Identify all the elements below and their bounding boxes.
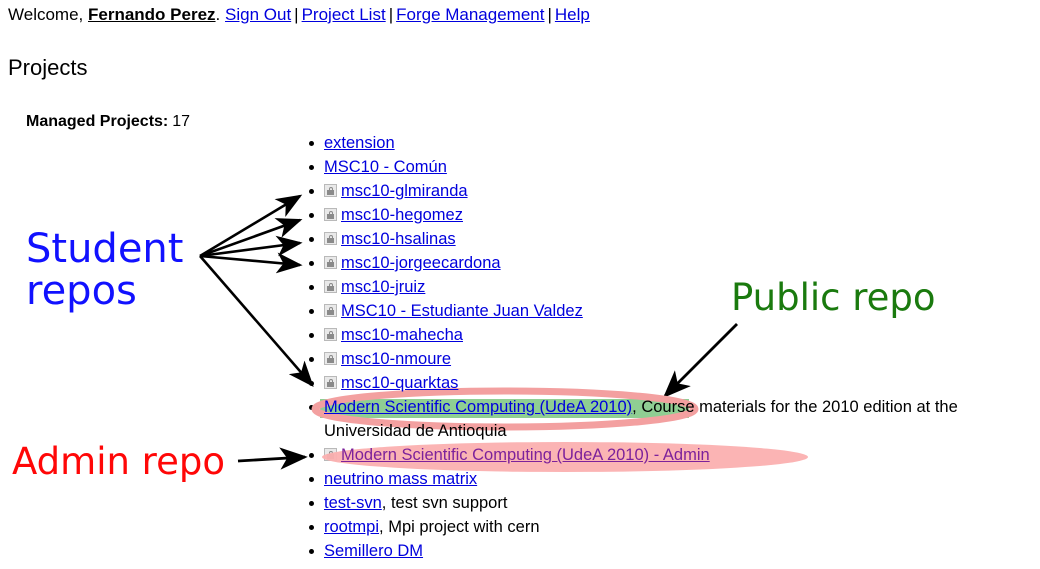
project-link[interactable]: msc10-mahecha bbox=[341, 326, 463, 344]
project-list-item: msc10-jorgeecardona bbox=[300, 251, 1030, 275]
managed-projects-label: Managed Projects: bbox=[26, 113, 169, 130]
project-list-link[interactable]: Project List bbox=[301, 5, 386, 24]
project-link[interactable]: Modern Scientific Computing (UdeA 2010) bbox=[324, 398, 633, 416]
project-list-item: msc10-nmoure bbox=[300, 347, 1030, 371]
project-link[interactable]: MSC10 - Estudiante Juan Valdez bbox=[341, 302, 583, 320]
admin-repo-arrow bbox=[237, 447, 308, 470]
annotation-student-repos: Student repos bbox=[26, 226, 184, 314]
header-separator-1: | bbox=[294, 5, 299, 24]
project-link[interactable]: Semillero DM bbox=[324, 542, 424, 560]
project-link[interactable]: MSC10 - Común bbox=[324, 158, 447, 176]
project-list-item: neutrino mass matrix bbox=[300, 467, 1030, 491]
header-separator-2: | bbox=[388, 5, 394, 24]
project-list-item: Semillero DM bbox=[300, 539, 1030, 563]
lock-icon bbox=[324, 376, 337, 389]
student-repos-arrows bbox=[199, 194, 314, 387]
forge-management-link[interactable]: Forge Management bbox=[396, 5, 545, 24]
lock-icon bbox=[324, 232, 337, 245]
project-description: , Mpi project with cern bbox=[379, 518, 540, 536]
project-link[interactable]: msc10-hegomez bbox=[341, 206, 463, 224]
project-link[interactable]: msc10-glmiranda bbox=[341, 182, 468, 200]
managed-projects-summary: Managed Projects:17 bbox=[26, 113, 190, 131]
project-list-item: test-svn, test svn support bbox=[300, 491, 1030, 515]
project-list-item: Modern Scientific Computing (UdeA 2010) … bbox=[300, 443, 1030, 467]
project-list-item: msc10-jruiz bbox=[300, 275, 1030, 299]
sign-out-link[interactable]: Sign Out bbox=[225, 5, 292, 24]
project-link[interactable]: extension bbox=[324, 134, 395, 152]
project-link[interactable]: test-svn bbox=[324, 494, 382, 512]
project-description: , test svn support bbox=[381, 494, 508, 512]
lock-icon bbox=[324, 352, 337, 365]
lock-icon bbox=[324, 208, 337, 221]
project-link[interactable]: rootmpi bbox=[324, 518, 380, 536]
project-list-item: Modern Scientific Computing (UdeA 2010),… bbox=[300, 395, 1030, 443]
project-list-item: MSC10 - Estudiante Juan Valdez bbox=[300, 299, 1030, 323]
lock-icon bbox=[324, 328, 337, 341]
welcome-period: . bbox=[215, 5, 221, 24]
lock-icon bbox=[324, 184, 337, 197]
help-link[interactable]: Help bbox=[554, 5, 590, 24]
project-list-item: msc10-glmiranda bbox=[300, 179, 1030, 203]
project-link[interactable]: msc10-jorgeecardona bbox=[341, 254, 501, 272]
managed-projects-count: 17 bbox=[172, 113, 191, 130]
project-link[interactable]: Modern Scientific Computing (UdeA 2010) … bbox=[341, 446, 710, 464]
project-link[interactable]: msc10-hsalinas bbox=[341, 230, 456, 248]
lock-icon bbox=[324, 280, 337, 293]
project-list-item: msc10-hegomez bbox=[300, 203, 1030, 227]
welcome-prefix: Welcome, bbox=[8, 5, 88, 24]
lock-icon bbox=[324, 448, 337, 461]
welcome-header: Welcome, Fernando Perez. Sign Out|Projec… bbox=[8, 4, 590, 26]
project-link[interactable]: msc10-jruiz bbox=[341, 278, 426, 296]
project-link[interactable]: neutrino mass matrix bbox=[324, 470, 478, 488]
header-separator-3: | bbox=[547, 5, 552, 24]
annotation-admin-repo: Admin repo bbox=[12, 440, 225, 483]
page-title: Projects bbox=[8, 55, 88, 80]
project-link[interactable]: msc10-nmoure bbox=[341, 350, 452, 368]
project-list-item: msc10-quarktas bbox=[300, 371, 1030, 395]
lock-icon bbox=[324, 256, 337, 269]
project-list-item: extension bbox=[300, 131, 1030, 155]
project-list-item: MSC10 - Común bbox=[300, 155, 1030, 179]
project-list-item: msc10-hsalinas bbox=[300, 227, 1030, 251]
user-name: Fernando Perez bbox=[88, 5, 216, 24]
lock-icon bbox=[324, 304, 337, 317]
project-list-item: msc10-mahecha bbox=[300, 323, 1030, 347]
project-list-item: rootmpi, Mpi project with cern bbox=[300, 515, 1030, 539]
project-link[interactable]: msc10-quarktas bbox=[341, 374, 459, 392]
